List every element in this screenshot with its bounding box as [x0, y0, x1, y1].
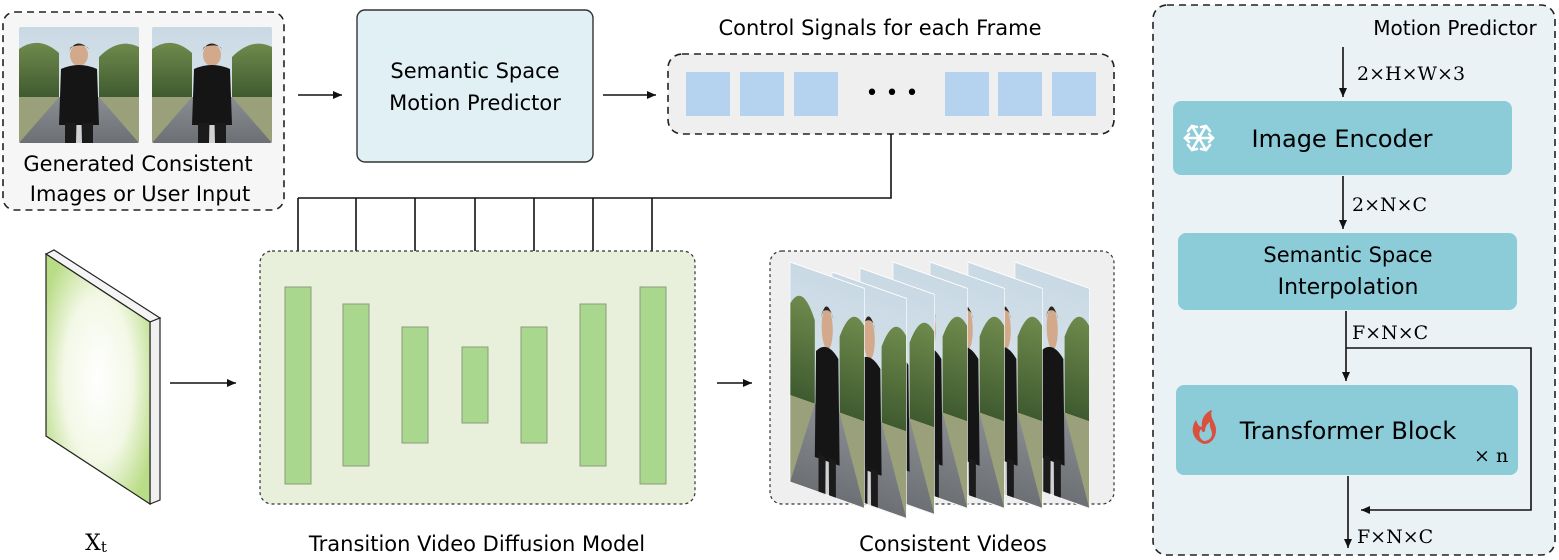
transformer-block	[1176, 385, 1518, 475]
signal-ellipsis: • • •	[866, 81, 919, 106]
xt-label: Xt	[85, 531, 107, 556]
input-caption-line1: Generated Consistent	[23, 152, 252, 176]
control-signals-title: Control Signals for each Frame	[718, 16, 1041, 40]
interp-label-line2: Interpolation	[1278, 275, 1419, 300]
diffusion-model-label: Transition Video Diffusion Model	[308, 532, 645, 556]
semantic-interpolation-block	[1178, 233, 1517, 310]
predictor-label-line1: Semantic Space	[390, 59, 559, 83]
times-n-label: × n	[1474, 445, 1508, 467]
panel-title: Motion Predictor	[1373, 16, 1537, 40]
unet-block-4	[461, 346, 489, 424]
dim-output: F×N×C	[1357, 526, 1433, 548]
signals-feed-line	[298, 134, 892, 199]
unet-block-6	[579, 303, 607, 467]
signal-square-6	[1052, 72, 1096, 116]
interp-label-line1: Semantic Space	[1263, 243, 1432, 267]
unet-block-1	[284, 286, 312, 485]
input-image-2	[152, 27, 272, 143]
input-caption-line2: Images or User Input	[30, 182, 250, 206]
fire-icon	[1192, 410, 1216, 444]
signal-square-4	[945, 72, 989, 116]
transformer-label: Transformer Block	[1239, 417, 1457, 445]
dim-after-encoder: 2×N×C	[1352, 194, 1427, 216]
signal-square-1	[686, 72, 730, 116]
dim-after-interp: F×N×C	[1352, 322, 1428, 344]
residual-connection	[1346, 347, 1532, 514]
signal-square-5	[998, 72, 1042, 116]
unet-block-7	[639, 286, 667, 485]
snowflake-icon	[1183, 124, 1215, 152]
noise-latent-xt	[44, 249, 162, 506]
video-frames-stack	[789, 261, 1090, 520]
signal-square-2	[740, 72, 784, 116]
unet-block-2	[342, 303, 370, 467]
signal-square-3	[794, 72, 838, 116]
predictor-label-line2: Motion Predictor	[389, 91, 561, 115]
image-encoder-block	[1173, 101, 1512, 175]
consistent-videos-label: Consistent Videos	[859, 532, 1047, 556]
dim-input: 2×H×W×3	[1357, 63, 1465, 85]
input-image-1	[19, 27, 139, 143]
unet-block-5	[520, 326, 548, 444]
semantic-motion-predictor-box	[356, 9, 594, 163]
input-images-group: Generated Consistent Images or User Inpu…	[2, 11, 285, 211]
unet-block-3	[401, 326, 429, 444]
image-encoder-label: Image Encoder	[1252, 125, 1433, 153]
